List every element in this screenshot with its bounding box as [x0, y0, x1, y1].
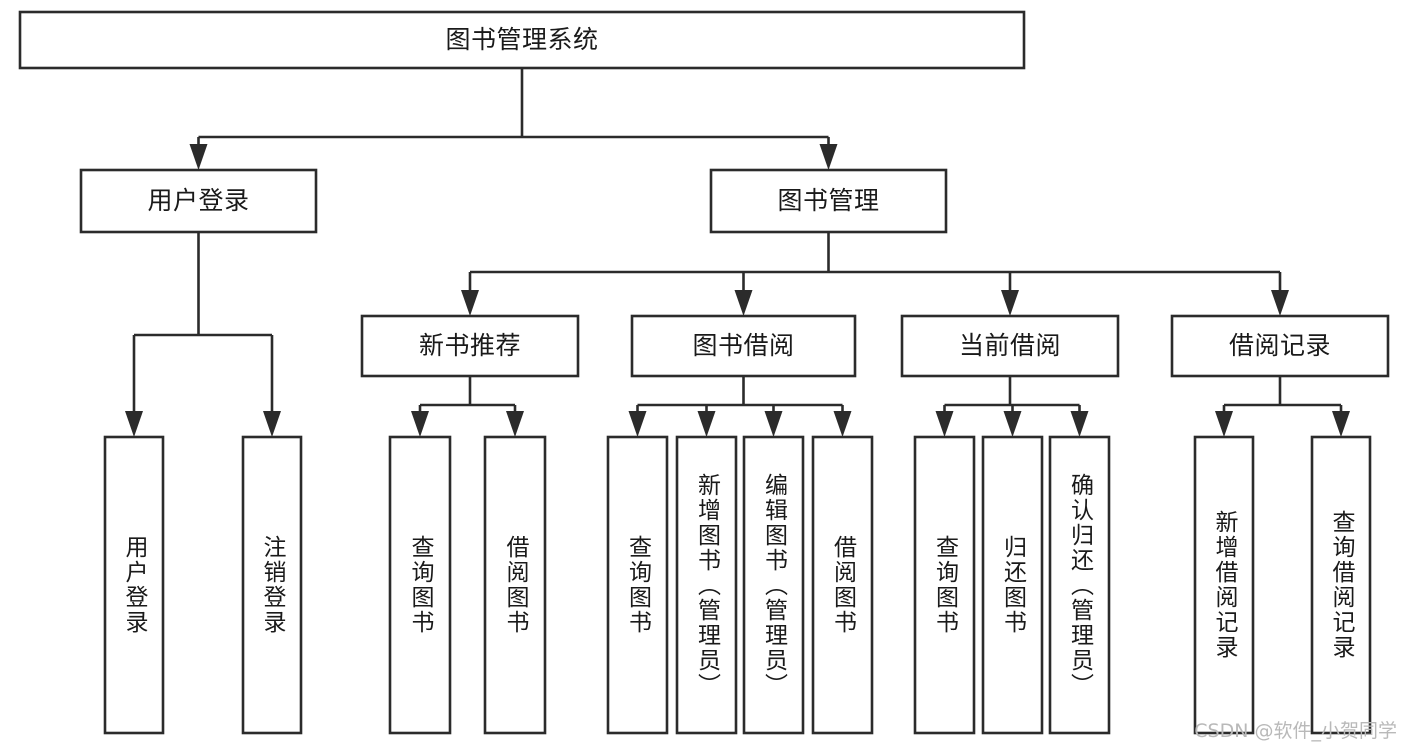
node-box-l3-new-book-rec[interactable]: [360, 314, 580, 378]
node-box-leaf-query-book-3[interactable]: [913, 435, 976, 735]
arrow-head-icon: [628, 411, 647, 437]
arrow-head-icon: [461, 290, 479, 316]
arrow-head-icon: [764, 411, 783, 437]
arrow-head-icon: [1271, 290, 1289, 316]
arrow-head-icon: [819, 144, 838, 170]
node-box-l3-borrow-record[interactable]: [1170, 314, 1390, 378]
connector-layer: [125, 68, 1350, 437]
arrow-head-icon: [506, 411, 524, 437]
arrow-head-icon: [697, 411, 716, 437]
node-box-leaf-add-borrow-record[interactable]: [1193, 435, 1255, 735]
node-box-leaf-logout[interactable]: [241, 435, 303, 735]
node-box-l2-user-login[interactable]: [79, 168, 318, 234]
arrow-head-icon: [263, 411, 281, 437]
node-box-l3-book-borrow[interactable]: [630, 314, 857, 378]
node-box-leaf-borrow-book-1[interactable]: [483, 435, 547, 735]
arrow-head-icon: [1215, 411, 1233, 437]
arrow-head-icon: [1070, 411, 1089, 437]
arrow-head-icon: [833, 411, 852, 437]
arrow-head-icon: [935, 411, 954, 437]
node-box-leaf-borrow-book-2[interactable]: [811, 435, 874, 735]
arrow-head-icon: [1001, 290, 1019, 316]
node-box-leaf-add-book-admin[interactable]: [675, 435, 738, 735]
arrow-head-icon: [1003, 411, 1022, 437]
node-box-leaf-query-borrow-record[interactable]: [1310, 435, 1372, 735]
node-box-leaf-user-login[interactable]: [103, 435, 165, 735]
node-box-leaf-confirm-return-admin[interactable]: [1048, 435, 1111, 735]
node-box-l2-book-manage[interactable]: [709, 168, 948, 234]
arrow-head-icon: [411, 411, 429, 437]
node-box-l3-current-borrow[interactable]: [900, 314, 1120, 378]
node-box-root[interactable]: [18, 10, 1026, 70]
node-box-leaf-query-book-1[interactable]: [388, 435, 452, 735]
arrow-head-icon: [1332, 411, 1350, 437]
node-box-leaf-return-book[interactable]: [981, 435, 1044, 735]
node-box-layer: [18, 10, 1390, 735]
arrow-head-icon: [734, 290, 753, 316]
node-box-leaf-edit-book-admin[interactable]: [742, 435, 805, 735]
arrow-head-icon: [189, 144, 208, 170]
node-box-leaf-query-book-2[interactable]: [606, 435, 669, 735]
arrow-head-icon: [125, 411, 143, 437]
